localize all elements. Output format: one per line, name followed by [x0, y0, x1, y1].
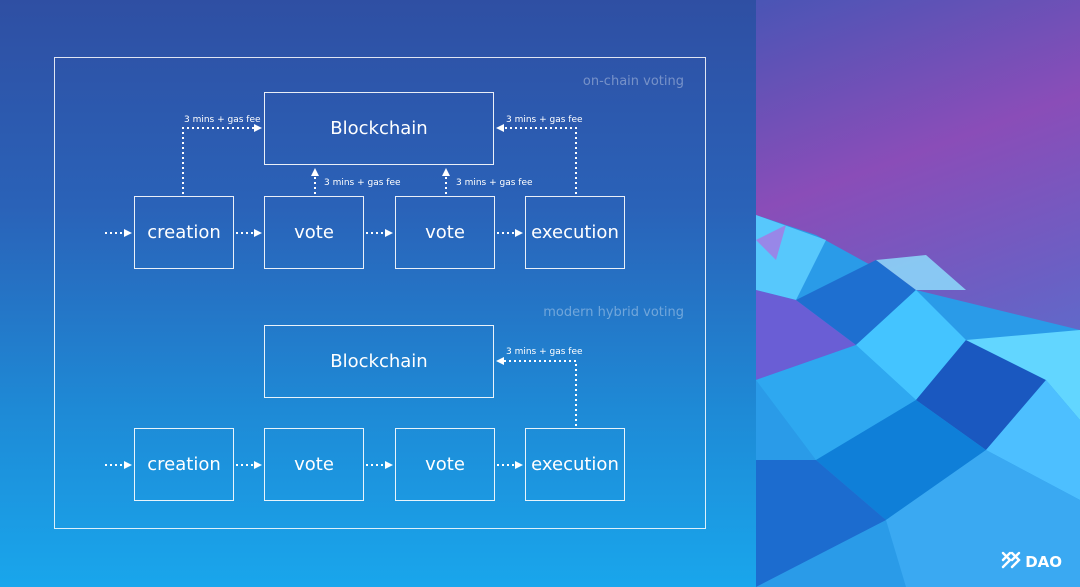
step-vote-2-onchain: vote: [395, 196, 495, 269]
step-execution-hybrid: execution: [525, 428, 625, 501]
crystal-image: [756, 0, 1080, 587]
slide-background: [0, 0, 756, 587]
step-vote-2-hybrid: vote: [395, 428, 495, 501]
fee-label-execution-hybrid: 3 mins + gas fee: [506, 347, 583, 357]
crystal-art: [756, 215, 1080, 587]
section-title-hybrid: modern hybrid voting: [543, 305, 684, 320]
step-creation-hybrid: creation: [134, 428, 234, 501]
fee-label-vote-2: 3 mins + gas fee: [456, 178, 533, 188]
section-title-onchain: on-chain voting: [582, 74, 684, 89]
blockchain-box-onchain: Blockchain: [264, 92, 494, 165]
arrow-execution-to-blockchain: [496, 124, 577, 194]
step-creation-onchain: creation: [134, 196, 234, 269]
fee-label-vote-1: 3 mins + gas fee: [324, 178, 401, 188]
diagram-frame: [54, 57, 706, 529]
brand-name: DAO: [1025, 553, 1062, 571]
dao-logo-icon: [1001, 551, 1021, 573]
fee-label-execution: 3 mins + gas fee: [506, 115, 583, 125]
brand-logo: DAO: [1001, 551, 1062, 573]
arrow-execution-to-blockchain-hybrid: [496, 357, 577, 426]
step-vote-1-onchain: vote: [264, 196, 364, 269]
fee-label-creation: 3 mins + gas fee: [184, 115, 261, 125]
arrow-creation-to-blockchain: [182, 124, 262, 194]
blockchain-box-hybrid: Blockchain: [264, 325, 494, 398]
step-execution-onchain: execution: [525, 196, 625, 269]
step-vote-1-hybrid: vote: [264, 428, 364, 501]
